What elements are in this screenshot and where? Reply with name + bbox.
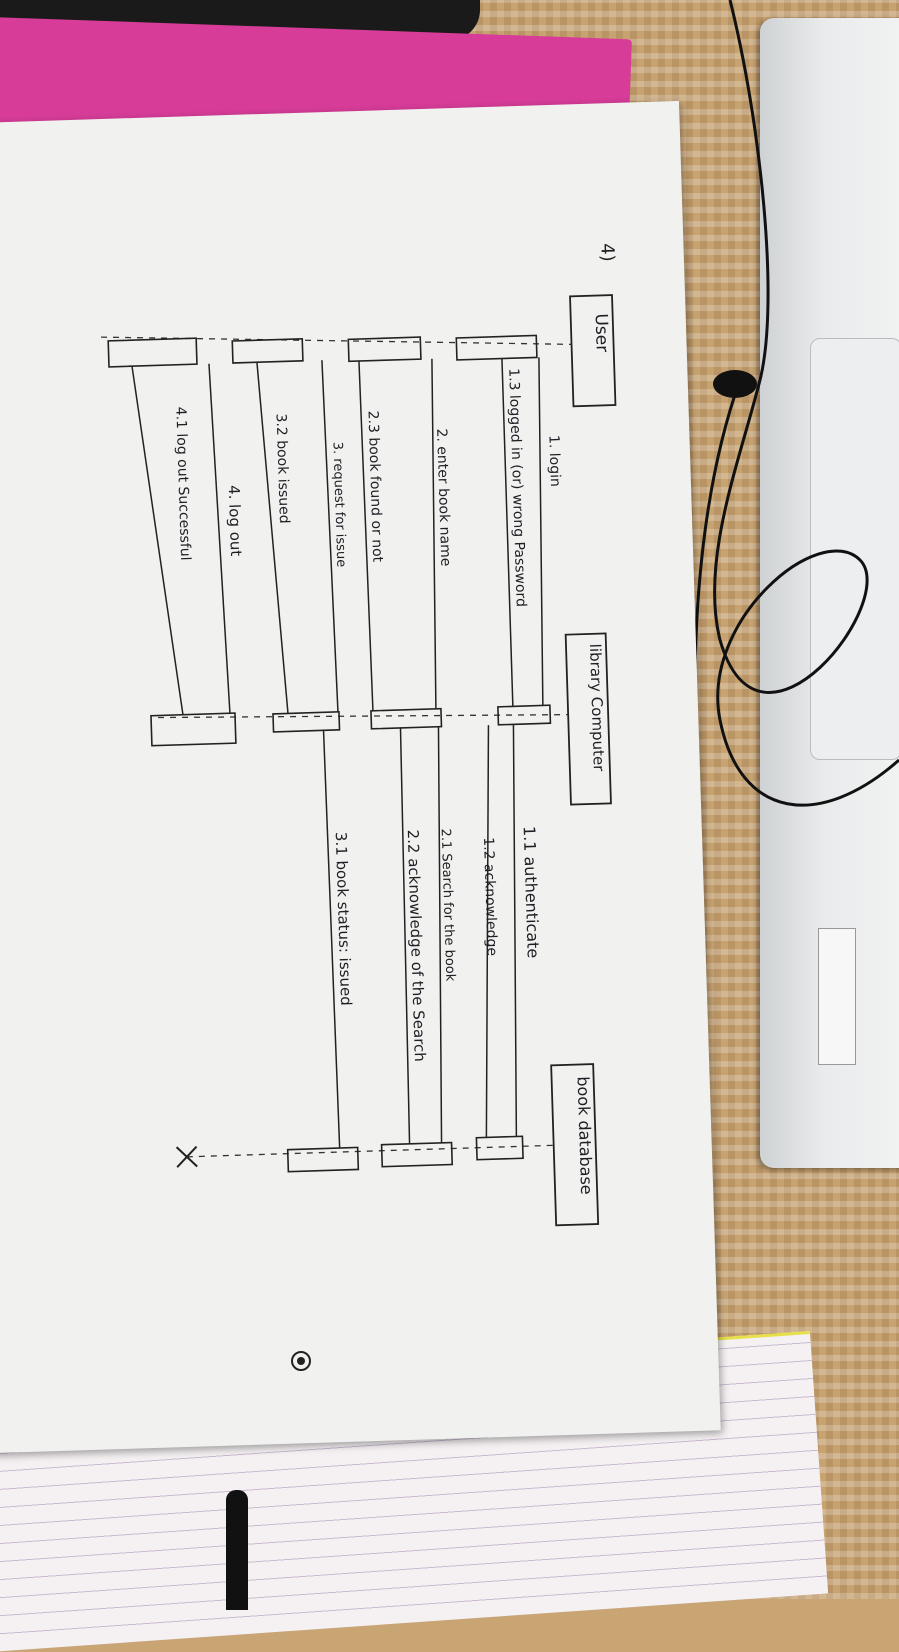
pen: [226, 1490, 248, 1610]
lifeline-computer: library Computer: [564, 632, 612, 806]
message-label: 3. request for issue: [329, 442, 348, 568]
lifeline-box-user: [569, 294, 617, 408]
sequence-diagram: 4) User library Computer book database: [101, 243, 618, 1227]
page-number: 4): [596, 243, 618, 262]
message-label: 2. enter book name: [433, 428, 453, 566]
message-label: 4. log out: [225, 485, 245, 557]
laptop: [760, 18, 899, 1168]
message-label: 2.3 book found or not: [365, 410, 386, 563]
message-label: 1.2 acknowledge: [480, 837, 500, 956]
destroy-x-mark: [175, 1145, 198, 1168]
message-label: 3.1 book status: issued: [332, 832, 355, 1006]
trackpad: [810, 338, 899, 760]
message-label: 3.2 book issued: [273, 413, 292, 524]
lifeline-database: book database: [550, 1063, 600, 1227]
message-label: 4.1 log out Successful: [172, 406, 193, 560]
message-label: 2.1 Search for the book: [438, 828, 458, 982]
lifeline-label-user: User: [591, 313, 612, 352]
lifeline-box-database: [550, 1063, 600, 1227]
lifeline-label-database: book database: [574, 1076, 597, 1195]
lifeline-box-computer: [564, 632, 612, 806]
laptop-sticker: [818, 928, 856, 1065]
camera-eye-icon: [291, 1351, 311, 1371]
message-label: 1. login: [545, 435, 563, 487]
lifeline-user: User: [569, 294, 617, 408]
paper-sheet: 4) User library Computer book database: [0, 100, 721, 1454]
message-label: 1.1 authenticate: [520, 826, 543, 959]
lifeline-label-computer: library Computer: [586, 643, 608, 772]
message-label: 1.3 logged in (or) wrong Password: [505, 368, 528, 607]
